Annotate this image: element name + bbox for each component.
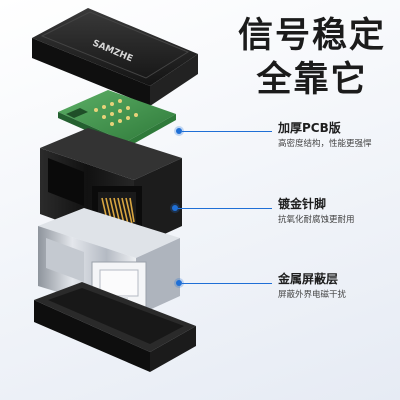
callout-dot-pins xyxy=(172,205,178,211)
headline: 信号稳定 全靠它 xyxy=(228,0,396,102)
feature-gold-pins: 镀金针脚 抗氧化耐腐蚀更耐用 xyxy=(278,196,355,227)
bottom-cover xyxy=(34,282,196,372)
headline-line1: 信号稳定 xyxy=(237,16,386,56)
feature-pcb: 加厚PCB版 高密度结构，性能更强悍 xyxy=(278,120,372,151)
headline-line2: 全靠它 xyxy=(256,60,368,100)
callout-line-shield xyxy=(182,283,272,284)
feature-metal-shield: 金属屏蔽层 屏蔽外界电磁干扰 xyxy=(278,271,346,302)
callout-line-pcb xyxy=(182,131,272,132)
feature-pcb-title: 加厚PCB版 xyxy=(278,121,341,135)
top-cover xyxy=(32,8,198,106)
feature-pcb-desc: 高密度结构，性能更强悍 xyxy=(278,139,372,149)
callout-dot-shield xyxy=(176,280,182,286)
feature-metal-shield-title: 金属屏蔽层 xyxy=(278,272,339,286)
feature-gold-pins-title: 镀金针脚 xyxy=(278,197,327,211)
feature-metal-shield-desc: 屏蔽外界电磁干扰 xyxy=(278,290,347,300)
callout-line-pins xyxy=(178,208,272,209)
callout-dot-pcb xyxy=(176,128,182,134)
feature-gold-pins-desc: 抗氧化耐腐蚀更耐用 xyxy=(278,215,355,225)
